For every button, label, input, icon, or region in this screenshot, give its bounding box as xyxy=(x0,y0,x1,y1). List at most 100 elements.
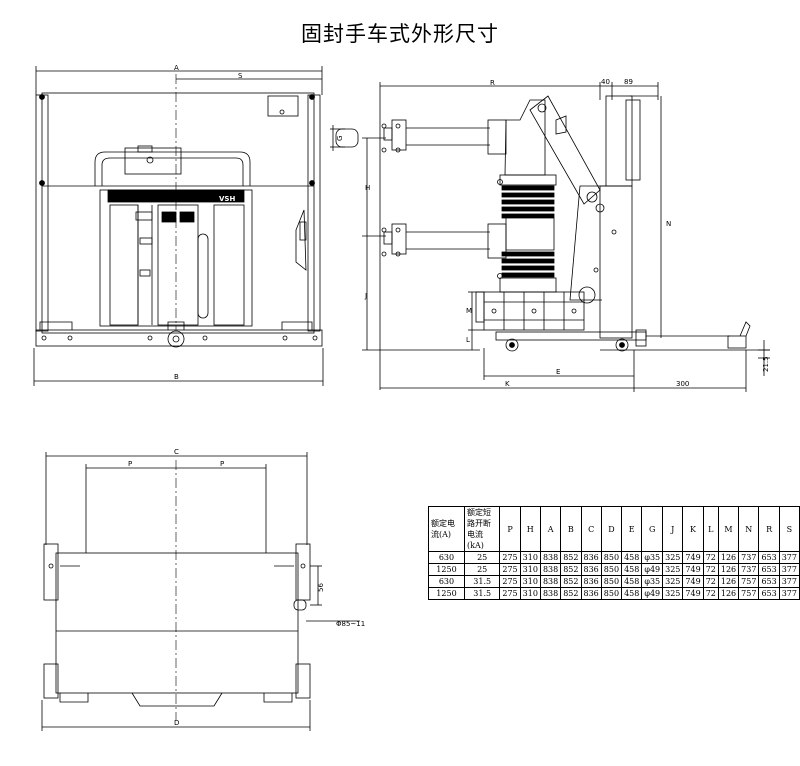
dim-label-s: S xyxy=(238,72,243,80)
table-cell: 126 xyxy=(717,563,740,576)
table-cell: 749 xyxy=(682,563,704,576)
table-cell: 852 xyxy=(560,575,582,588)
table-cell: 72 xyxy=(702,551,719,564)
table-cell: 31.5 xyxy=(463,575,501,588)
dim-label-a: A xyxy=(174,64,179,72)
table-cell: 836 xyxy=(580,575,602,588)
dim-label-300: 300 xyxy=(676,380,689,388)
dim-label-b: B xyxy=(174,373,179,381)
dim-label-56: 56 xyxy=(317,583,325,592)
dim-label-l: L xyxy=(466,336,470,344)
table-cell: 838 xyxy=(539,563,562,576)
table-cell: 836 xyxy=(580,551,602,564)
table-cell: 749 xyxy=(682,587,704,600)
table-cell: 72 xyxy=(702,563,719,576)
table-cell: 126 xyxy=(717,551,740,564)
table-cell: 852 xyxy=(560,587,582,600)
table-header-cell: 额定短路开断电流(kA) xyxy=(463,506,501,552)
dim-label-40: 40 xyxy=(601,78,610,86)
table-cell: 850 xyxy=(600,551,623,564)
table-header-cell: N xyxy=(738,506,760,552)
dim-label-n: N xyxy=(666,220,671,228)
table-cell: 749 xyxy=(682,551,704,564)
table-cell: 458 xyxy=(621,575,643,588)
table-cell: 325 xyxy=(662,563,684,576)
table-cell: 275 xyxy=(499,587,521,600)
table-header-cell: K xyxy=(682,506,704,552)
table-cell: 653 xyxy=(758,587,780,600)
table-cell: 838 xyxy=(539,587,562,600)
table-cell: 310 xyxy=(519,551,541,564)
table-header-cell: A xyxy=(539,506,562,552)
table-cell: 458 xyxy=(621,551,643,564)
table-cell: 1250 xyxy=(428,587,465,600)
table-cell: 126 xyxy=(717,575,740,588)
bottom-view: C P P 56 Φ85~11 D xyxy=(41,448,365,731)
table-cell: 310 xyxy=(519,587,541,600)
table-cell: 653 xyxy=(758,575,780,588)
table-cell: 310 xyxy=(519,563,541,576)
dim-label-m: M xyxy=(466,307,472,315)
table-header-cell: 额定电流(A) xyxy=(428,506,465,552)
table-cell: 749 xyxy=(682,575,704,588)
table-cell: 852 xyxy=(560,551,582,564)
table-cell: 836 xyxy=(580,587,602,600)
side-view: R 40 89 G H J xyxy=(330,78,770,392)
table-cell: 458 xyxy=(621,563,643,576)
table-cell: φ35 xyxy=(641,575,664,588)
table-cell: 72 xyxy=(702,587,719,600)
table-cell: φ49 xyxy=(641,587,664,600)
table-cell: 653 xyxy=(758,563,780,576)
drawing-title: 固封手车式外形尺寸 xyxy=(301,22,499,46)
table-cell: 757 xyxy=(738,575,760,588)
table-cell: 275 xyxy=(499,551,521,564)
table-header-cell: R xyxy=(758,506,780,552)
table-header-cell: G xyxy=(641,506,664,552)
table-cell: 377 xyxy=(778,551,800,564)
table-cell: 850 xyxy=(600,563,623,576)
table-header-row: 额定电流(A) 额定短路开断电流(kA) P H A B C D E G J K… xyxy=(428,506,800,552)
table-cell: 25 xyxy=(463,563,501,576)
table-row: 630 25 275 310 838 852 836 850 458 φ35 3… xyxy=(428,551,800,564)
table-header-cell: H xyxy=(519,506,541,552)
table-cell: 377 xyxy=(778,563,800,576)
table-row: 630 31.5 275 310 838 852 836 850 458 φ35… xyxy=(428,575,800,588)
dim-label-j: J xyxy=(364,292,367,300)
table-header-cell: B xyxy=(560,506,582,552)
table-cell: 377 xyxy=(778,575,800,588)
dim-label-p1: P xyxy=(128,460,132,468)
table-cell: 325 xyxy=(662,551,684,564)
dim-label-h: H xyxy=(365,184,370,192)
table-cell: 31.5 xyxy=(463,587,501,600)
table-cell: 325 xyxy=(662,575,684,588)
table-cell: φ49 xyxy=(641,563,664,576)
table-cell: 1250 xyxy=(428,563,465,576)
dim-label-g: G xyxy=(336,136,344,141)
table-header-cell: E xyxy=(621,506,643,552)
table-cell: 838 xyxy=(539,551,562,564)
spec-table: 额定电流(A) 额定短路开断电流(kA) P H A B C D E G J K… xyxy=(428,506,800,600)
table-row: 1250 31.5 275 310 838 852 836 850 458 φ4… xyxy=(428,587,800,600)
table-cell: 72 xyxy=(702,575,719,588)
table-cell: 275 xyxy=(499,563,521,576)
table-header-cell: M xyxy=(717,506,740,552)
table-cell: 325 xyxy=(662,587,684,600)
table-cell: 25 xyxy=(463,551,501,564)
table-header-cell: L xyxy=(702,506,719,552)
table-cell: 310 xyxy=(519,575,541,588)
table-cell: 630 xyxy=(428,551,465,564)
dim-label-k: K xyxy=(505,380,510,388)
table-cell: 458 xyxy=(621,587,643,600)
table-cell: 852 xyxy=(560,563,582,576)
table-cell: 757 xyxy=(738,587,760,600)
table-cell: 630 xyxy=(428,575,465,588)
breaker-nameplate: VSH xyxy=(219,195,235,203)
table-header-cell: S xyxy=(778,506,800,552)
dim-label-89: 89 xyxy=(624,78,633,86)
table-cell: 653 xyxy=(758,551,780,564)
table-cell: 377 xyxy=(778,587,800,600)
table-header-cell: D xyxy=(600,506,623,552)
table-cell: φ35 xyxy=(641,551,664,564)
dim-label-d: D xyxy=(174,719,179,727)
